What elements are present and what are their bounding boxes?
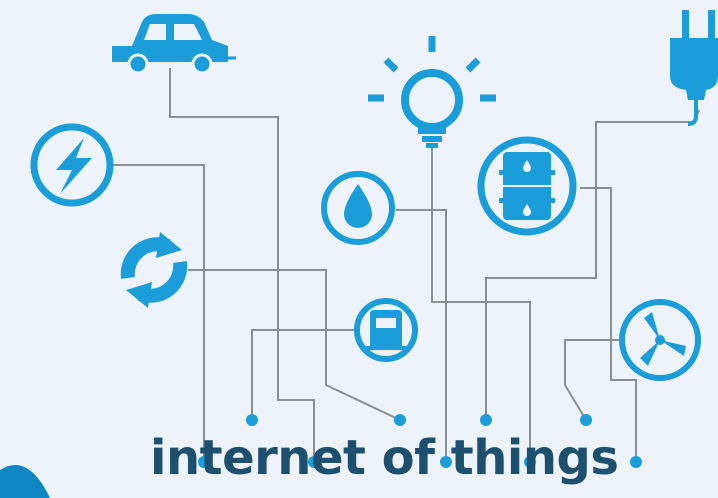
wire-pump: [251, 329, 355, 420]
terminal-dot: [198, 456, 210, 468]
fuel-pump-icon: [354, 298, 418, 362]
terminal-dot: [580, 414, 592, 426]
terminal-dot: [630, 456, 642, 468]
corner-accent-shape: [0, 464, 50, 498]
wire-turbine: [564, 339, 622, 421]
terminal-dot: [394, 414, 406, 426]
wire-terminals: [198, 414, 642, 468]
wire-bolt: [112, 164, 205, 462]
wire-barrel: [580, 187, 637, 462]
wind-turbine-icon: [619, 299, 701, 381]
water-drop-icon: [321, 171, 395, 245]
terminal-dot: [480, 414, 492, 426]
car-icon: [112, 14, 236, 75]
power-plug-icon: [670, 10, 718, 126]
lightbulb-icon: [368, 36, 496, 148]
terminal-dot: [246, 414, 258, 426]
recycle-arrows-icon: [120, 232, 188, 308]
lightning-bolt-icon: [30, 123, 114, 207]
wire-recycle: [188, 269, 401, 421]
terminal-dot: [440, 456, 452, 468]
page-title: internet of things: [150, 430, 619, 486]
circuit-wires: [112, 68, 700, 462]
wire-drop: [396, 209, 447, 462]
oil-barrel-icon: [477, 136, 577, 236]
wire-bulb: [431, 148, 531, 462]
terminal-dot: [308, 456, 320, 468]
wire-car: [169, 68, 315, 462]
terminal-dot: [524, 456, 536, 468]
